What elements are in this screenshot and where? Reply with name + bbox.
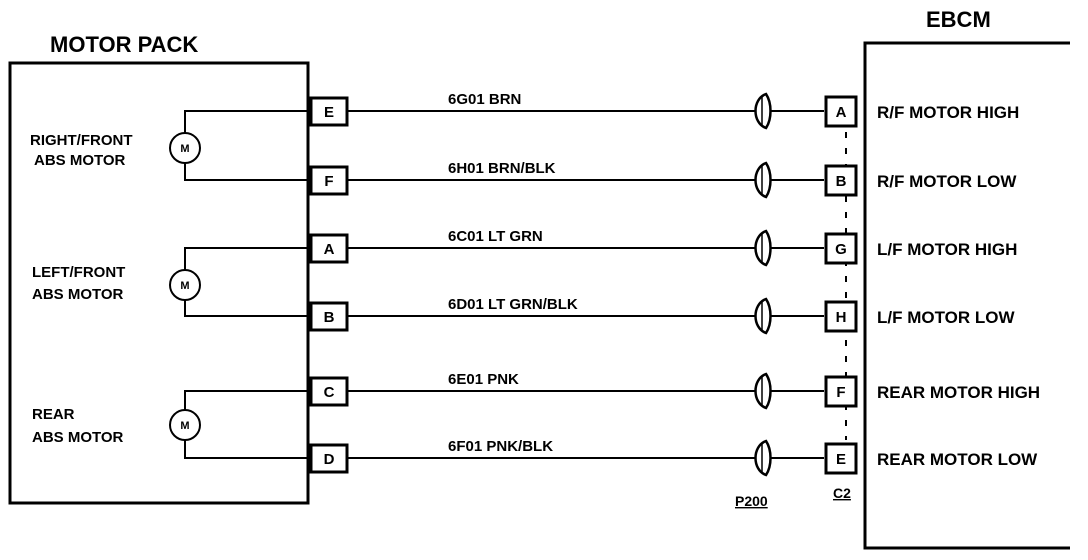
motor-pin-label: F xyxy=(324,173,333,190)
motor-pack-box xyxy=(8,61,310,505)
wire-label: 6C01 LT GRN xyxy=(448,228,543,245)
motor-pin-label: D xyxy=(324,451,335,468)
wire-label: 6G01 BRN xyxy=(448,91,521,108)
motor-pin-box xyxy=(309,443,349,474)
motor-pin-label: C xyxy=(324,384,335,401)
motor-pin-label: A xyxy=(324,241,335,258)
motor-label-line1: RIGHT/FRONT xyxy=(30,132,133,149)
ebcm-signal-label: R/F MOTOR HIGH xyxy=(877,103,1019,122)
right-front-motor: M RIGHT/FRONT ABS MOTOR xyxy=(30,110,308,181)
motor-pin-box xyxy=(309,96,349,127)
ebcm-signal-label: REAR MOTOR LOW xyxy=(877,450,1038,469)
ebcm-pin-box xyxy=(824,375,858,408)
ebcm-signal-label: REAR MOTOR HIGH xyxy=(877,383,1040,402)
motor-pin-box xyxy=(309,376,349,407)
wire-label: 6D01 LT GRN/BLK xyxy=(448,296,578,313)
motor-label-line1: LEFT/FRONT xyxy=(32,264,125,281)
circuit-row: B 6D01 LT GRN/BLK H L/F MOTOR LOW xyxy=(309,296,1016,335)
inline-connector-symbol xyxy=(754,439,772,477)
motor-pin-label: B xyxy=(324,309,335,326)
ebcm-pin-label: H xyxy=(836,309,847,326)
inline-connector-symbol xyxy=(754,229,772,267)
motor-pack-title: MOTOR PACK xyxy=(50,32,198,57)
ebcm-pin-box xyxy=(824,164,858,197)
ebcm-signal-label: L/F MOTOR HIGH xyxy=(877,240,1017,259)
circuit-row: D 6F01 PNK/BLK E REAR MOTOR LOW xyxy=(309,438,1038,477)
inline-connector-symbol xyxy=(754,297,772,335)
wire-label: 6E01 PNK xyxy=(448,371,519,388)
ebcm-pin-box xyxy=(824,300,858,333)
ebcm-pin-box xyxy=(824,442,858,475)
inline-connector-symbol xyxy=(754,372,772,410)
wire-label: 6H01 BRN/BLK xyxy=(448,160,556,177)
motor-pin-box xyxy=(309,233,349,264)
left-front-motor: M LEFT/FRONT ABS MOTOR xyxy=(32,247,308,317)
circuit-row: F 6H01 BRN/BLK B R/F MOTOR LOW xyxy=(309,160,1017,199)
ebcm-pin-box xyxy=(824,95,858,128)
circuit-row: A 6C01 LT GRN G L/F MOTOR HIGH xyxy=(309,228,1017,267)
ebcm-pin-label: E xyxy=(836,451,846,468)
ebcm-box xyxy=(863,41,1070,550)
motor-label-line2: ABS MOTOR xyxy=(32,286,124,303)
ebcm-connector-label: C2 xyxy=(833,485,851,501)
ebcm-pin-label: F xyxy=(836,384,845,401)
motor-symbol-letter: M xyxy=(180,280,189,292)
rear-motor: M REAR ABS MOTOR xyxy=(32,390,308,459)
motor-symbol-icon xyxy=(169,269,201,301)
wire-label: 6F01 PNK/BLK xyxy=(448,438,553,455)
ebcm-signal-label: R/F MOTOR LOW xyxy=(877,172,1017,191)
motor-pin-label: E xyxy=(324,104,334,121)
motor-pin-box xyxy=(309,165,349,196)
motor-label-line1: REAR xyxy=(32,406,75,423)
motor-pin-box xyxy=(309,301,349,332)
inline-connector-symbol xyxy=(754,161,772,199)
ebcm-title: EBCM xyxy=(926,7,991,32)
ebcm-signal-label: L/F MOTOR LOW xyxy=(877,308,1016,327)
ebcm-pin-label: B xyxy=(836,173,847,190)
motor-label-line2: ABS MOTOR xyxy=(34,152,126,169)
circuit-row: C 6E01 PNK F REAR MOTOR HIGH xyxy=(309,371,1040,410)
circuit-row: E 6G01 BRN A R/F MOTOR HIGH xyxy=(309,91,1019,130)
ebcm-pin-label: A xyxy=(836,104,847,121)
motor-symbol-letter: M xyxy=(180,143,189,155)
circuits: E 6G01 BRN A R/F MOTOR HIGH F 6H01 BRN/BLK B R/… xyxy=(309,91,1040,477)
ebcm-pin-label: G xyxy=(835,241,847,258)
inline-connector-symbol xyxy=(754,92,772,130)
motor-symbol-icon xyxy=(169,132,201,164)
ebcm-pin-box xyxy=(824,232,858,265)
inline-connector-label: P200 xyxy=(735,493,768,509)
motor-label-line2: ABS MOTOR xyxy=(32,429,124,446)
motor-symbol-letter: M xyxy=(180,420,189,432)
motor-symbol-icon xyxy=(169,409,201,441)
